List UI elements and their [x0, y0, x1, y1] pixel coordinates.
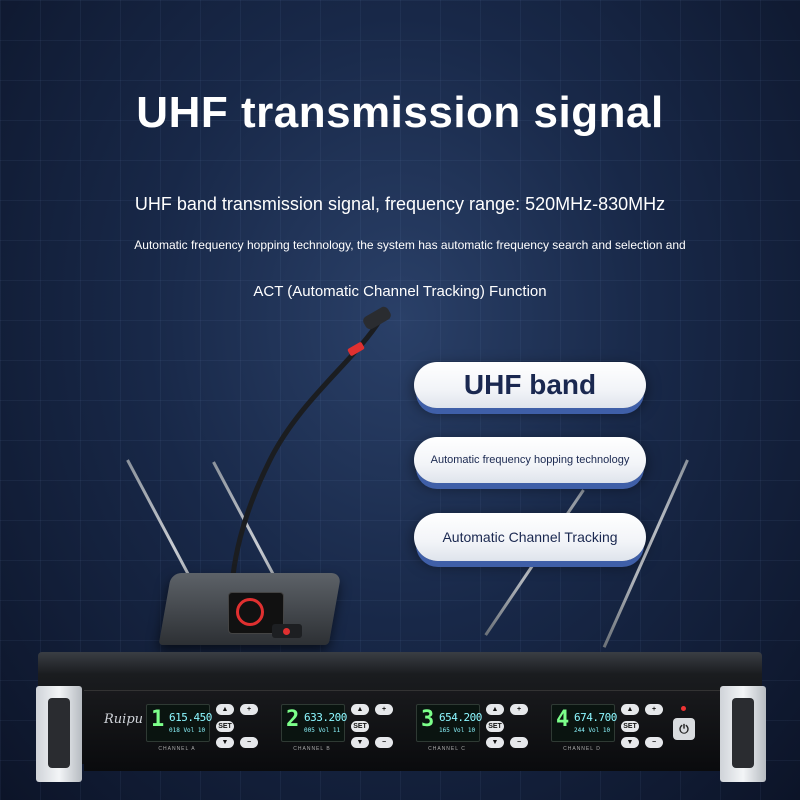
channel-frequency: 674.700	[574, 711, 617, 724]
down-button[interactable]: ▼	[486, 737, 504, 748]
rack-handle-left	[48, 698, 70, 768]
up-button[interactable]: ▲	[621, 704, 639, 715]
minus-button[interactable]: −	[375, 737, 393, 748]
channel-number: 2	[286, 707, 300, 732]
subtitle-hopping: Automatic frequency hopping technology, …	[134, 238, 686, 252]
up-button[interactable]: ▲	[486, 704, 504, 715]
feature-pill-uhf-band: UHF band	[414, 362, 646, 408]
channel-module-a: 1 615.450 018 Vol 10 CHANNEL A ▲ + SET ▼…	[146, 704, 266, 752]
set-button[interactable]: SET	[351, 721, 369, 732]
plus-button[interactable]: +	[375, 704, 393, 715]
up-button[interactable]: ▲	[351, 704, 369, 715]
channel-number: 3	[421, 707, 435, 732]
channel-frequency: 654.200	[439, 711, 482, 724]
up-button[interactable]: ▲	[216, 704, 234, 715]
channel-keypad: ▲ + SET ▼ −	[351, 704, 397, 750]
channel-module-b: 2 633.200 005 Vol 11 CHANNEL B ▲ + SET ▼…	[281, 704, 401, 752]
rack-ear-left	[36, 686, 82, 782]
minus-button[interactable]: −	[240, 737, 258, 748]
channel-status: 005 Vol 11	[304, 727, 341, 734]
channel-keypad: ▲ + SET ▼ −	[216, 704, 262, 750]
microphone-ring-icon	[236, 598, 264, 626]
rack-ear-right	[720, 686, 766, 782]
channel-status: 018 Vol 10	[169, 727, 206, 734]
minus-button[interactable]: −	[510, 737, 528, 748]
channel-display: 3 654.200 165 Vol 10	[416, 704, 482, 742]
channel-label: CHANNEL B	[293, 746, 331, 752]
channel-keypad: ▲ + SET ▼ −	[486, 704, 532, 750]
microphone-talk-button[interactable]	[272, 624, 302, 638]
channel-module-c: 3 654.200 165 Vol 10 CHANNEL C ▲ + SET ▼…	[416, 704, 536, 752]
subtitle-frequency-range: UHF band transmission signal, frequency …	[134, 194, 666, 214]
rack-handle-right	[732, 698, 754, 768]
channel-status: 165 Vol 10	[439, 727, 476, 734]
feature-pill-frequency-hopping: Automatic frequency hopping technology	[414, 437, 646, 483]
channel-keypad: ▲ + SET ▼ −	[621, 704, 667, 750]
channel-frequency: 633.200	[304, 711, 347, 724]
channel-display: 4 674.700 244 Vol 10	[551, 704, 617, 742]
channel-label: CHANNEL C	[428, 746, 466, 752]
channel-module-d: 4 674.700 244 Vol 10 CHANNEL D ▲ + SET ▼…	[551, 704, 671, 752]
power-indicator-light	[681, 706, 686, 711]
plus-button[interactable]: +	[240, 704, 258, 715]
channel-number: 1	[151, 707, 165, 732]
channel-display: 2 633.200 005 Vol 11	[281, 704, 347, 742]
channel-number: 4	[556, 707, 570, 732]
subtitle-act: ACT (Automatic Channel Tracking) Functio…	[253, 283, 547, 300]
set-button[interactable]: SET	[621, 721, 639, 732]
channel-label: CHANNEL D	[563, 746, 601, 752]
minus-button[interactable]: −	[645, 737, 663, 748]
channel-label: CHANNEL A	[158, 746, 196, 752]
plus-button[interactable]: +	[645, 704, 663, 715]
power-button[interactable]: ⏻	[673, 718, 695, 740]
down-button[interactable]: ▼	[216, 737, 234, 748]
plus-button[interactable]: +	[510, 704, 528, 715]
set-button[interactable]: SET	[216, 721, 234, 732]
channel-display: 1 615.450 018 Vol 10	[146, 704, 212, 742]
channel-frequency: 615.450	[169, 711, 212, 724]
set-button[interactable]: SET	[486, 721, 504, 732]
feature-pill-channel-tracking: Automatic Channel Tracking	[414, 513, 646, 561]
brand-logo: Ruipu	[104, 712, 144, 727]
page-title: UHF transmission signal	[136, 88, 664, 137]
down-button[interactable]: ▼	[621, 737, 639, 748]
down-button[interactable]: ▼	[351, 737, 369, 748]
channel-status: 244 Vol 10	[574, 727, 611, 734]
